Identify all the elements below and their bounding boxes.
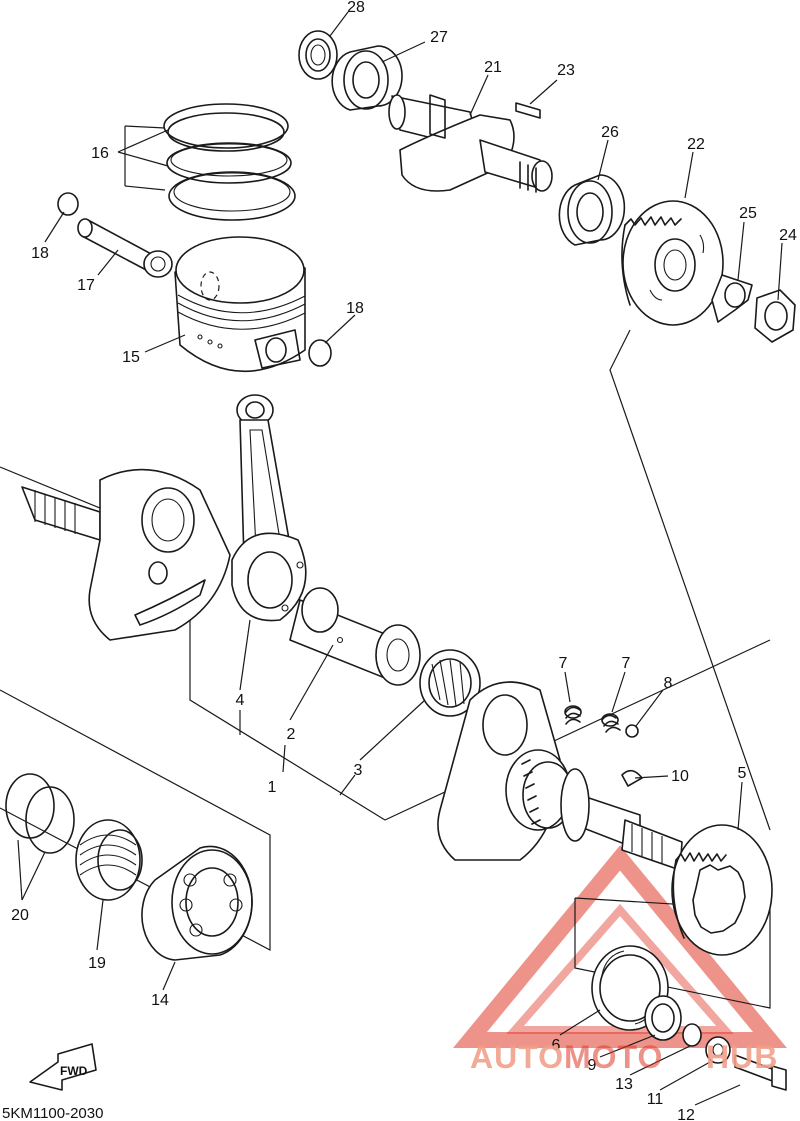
part-11-washer [705,1036,731,1064]
part-20-circlips [5,773,75,854]
callout-17: 17 [77,277,95,294]
part-18-circlip-lower [308,339,332,367]
callout-6: 6 [552,1037,561,1054]
part-3-needle-bearing [419,649,481,717]
part-26-bearing [558,174,626,246]
callout-4: 4 [236,692,245,709]
part-19-spacer [75,819,143,901]
callout-1: 1 [268,779,277,796]
callout-7-left: 7 [559,655,568,672]
part-4-connecting-rod [231,394,307,622]
callout-8: 8 [664,675,673,692]
part-24-nut [754,289,796,343]
callout-27: 27 [430,29,448,46]
callout-13: 13 [615,1076,633,1093]
leader-lines [17,11,783,1106]
part-25-lock-washer [711,274,753,323]
part-23-key [515,102,541,119]
callout-15: 15 [122,349,140,366]
callout-18-upper: 18 [31,245,49,262]
callout-7-right: 7 [622,655,631,672]
part-7-spring-left [564,705,582,725]
callout-28: 28 [347,0,365,16]
watermark-logo [453,845,787,1048]
part-17-piston-pin [77,218,173,278]
part-1-crank-left-web [21,468,231,641]
callout-26: 26 [601,124,619,141]
part-12-bolt [734,1054,787,1091]
part-16-piston-rings [163,103,296,221]
callout-23: 23 [557,62,575,79]
callout-10: 10 [671,768,689,785]
part-28-oil-seal [298,30,338,80]
callout-18-lower: 18 [346,300,364,317]
part-8-pin [625,724,639,738]
fwd-label: FWD [60,1064,88,1078]
callout-16: 16 [91,145,109,162]
callout-20: 20 [11,907,29,924]
callout-5: 5 [738,765,747,782]
part-14-bearing [141,845,253,961]
callout-22: 22 [687,136,705,153]
callout-21: 21 [484,59,502,76]
callout-3: 3 [354,762,363,779]
callout-25: 25 [739,205,757,222]
part-15-piston [174,236,306,373]
part-7-spring-right [601,713,621,733]
part-9-washer [644,995,682,1041]
part-2-crank-pin [289,587,421,686]
watermark-text-auto: AUTO [470,1039,564,1075]
part-1-crank-right-web [437,681,683,871]
callout-14: 14 [151,992,169,1009]
watermark-text: AUTO MOTO HUB [470,1039,778,1075]
part-18-circlip-upper [57,192,79,216]
callout-2: 2 [287,726,296,743]
callout-24: 24 [779,227,797,244]
part-21-balancer-shaft [388,94,553,193]
part-13-ring [682,1023,702,1047]
part-22-balancer-gear [621,200,724,326]
callout-11: 11 [647,1091,664,1108]
callout-19: 19 [88,955,106,972]
fwd-arrow-icon: FWD [29,1043,97,1091]
callout-labels: 28 27 21 23 26 22 25 24 16 18 17 18 15 4… [11,0,797,1121]
watermark-text-hub: HUB [706,1039,778,1075]
diagram-code: 5KM1100-2030 [2,1105,103,1121]
callout-9: 9 [588,1057,597,1074]
part-5-primary-drive-gear [671,824,773,956]
watermark-text-moto: MOTO [564,1039,663,1075]
callout-12: 12 [677,1107,695,1121]
